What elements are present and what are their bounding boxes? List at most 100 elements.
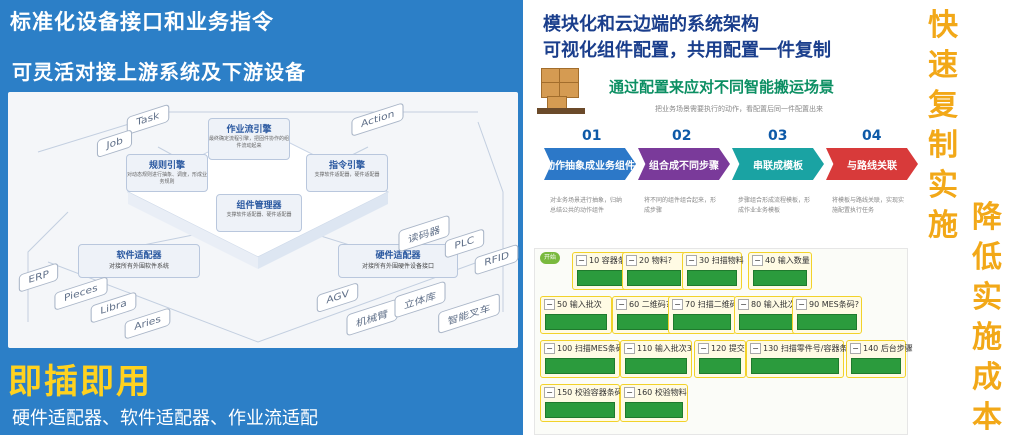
collapse-icon[interactable]: − — [672, 299, 683, 310]
flow-node-text: 60 二维码? — [629, 300, 670, 309]
flow-node-component[interactable] — [545, 358, 615, 374]
component-manager-card: 组件管理器 支撑软件适配器、硬件适配器 — [216, 194, 302, 232]
boxes-illustration — [537, 62, 585, 114]
flow-node-component[interactable] — [699, 358, 741, 374]
flow-node[interactable]: −30 扫描物料 — [682, 252, 744, 290]
collapse-icon[interactable]: − — [686, 255, 697, 266]
step-4-desc: 将模板与路线关联，实现实施配置执行任务 — [832, 197, 905, 214]
step-1-arrow: 动作抽象成业务组件 — [544, 148, 636, 180]
flow-node-text: 100 扫描MES条码 — [557, 344, 624, 353]
collapse-icon[interactable]: − — [576, 255, 587, 266]
collapse-icon[interactable]: − — [624, 343, 635, 354]
flow-node-component[interactable] — [673, 314, 731, 330]
hardware-adapter-desc: 对接所有外围硬件设备接口 — [361, 263, 434, 270]
flow-node[interactable]: −50 输入批次 — [540, 296, 612, 334]
step-4-arrow: 与路线关联 — [826, 148, 918, 180]
flow-node-component[interactable] — [751, 358, 839, 374]
flow-node-label: −150 校验容器条码 — [541, 385, 623, 400]
workflow-engine-card: 作业流引擎 最终确定流程引擎，把固件协作的组件流动起来 — [208, 118, 290, 160]
software-adapter-title: 软件适配器 — [116, 251, 162, 261]
software-adapter-card: 软件适配器 对接所有外围软件系统 — [78, 244, 200, 278]
flow-node-text: 80 输入批次2 — [751, 300, 801, 309]
flow-node-component[interactable] — [627, 270, 681, 286]
flow-node-label: −130 扫描零件号/容器条码 — [747, 341, 856, 356]
flow-node-text: 10 容器条码 — [589, 256, 634, 265]
flow-node[interactable]: −110 输入批次3 — [620, 340, 692, 378]
flow-node-text: 90 MES条码? — [809, 300, 860, 309]
flow-node-component[interactable] — [545, 314, 607, 330]
vertical-slogan-2: 降低实施成本 — [972, 200, 1002, 435]
flow-node-label: −100 扫描MES条码 — [541, 341, 624, 356]
instruction-engine-card: 指令引擎 支撑软件适配器，硬件适配器 — [306, 154, 388, 192]
collapse-icon[interactable]: − — [738, 299, 749, 310]
flow-node-text: 140 后台步骤 — [863, 344, 913, 353]
collapse-icon[interactable]: − — [850, 343, 861, 354]
flow-node-component[interactable] — [851, 358, 901, 374]
instruction-engine-title: 指令引擎 — [328, 161, 365, 171]
flow-node-text: 120 提交 — [711, 344, 745, 353]
flow-node-label: −50 输入批次 — [541, 297, 611, 312]
component-manager-desc: 支撑软件适配器、硬件适配器 — [226, 212, 292, 218]
flow-node-label: −160 校验物料 — [621, 385, 687, 400]
plug-and-play-slogan: 即插即用 — [8, 362, 152, 402]
instruction-engine-desc: 支撑软件适配器，硬件适配器 — [314, 172, 380, 178]
flow-node[interactable]: −120 提交 — [694, 340, 746, 378]
flow-node-label: −30 扫描物料 — [683, 253, 744, 268]
flow-node[interactable]: −100 扫描MES条码 — [540, 340, 624, 378]
collapse-icon[interactable]: − — [796, 299, 807, 310]
rule-engine-card: 规则引擎 对动态规则进行抽象、调度，形成业务规则 — [126, 154, 208, 192]
workflow-engine-desc: 最终确定流程引擎，把固件协作的组件流动起来 — [209, 136, 290, 149]
step-2-label: 组合成不同步骤 — [649, 160, 719, 172]
right-heading-1: 模块化和云边端的系统架构 — [543, 14, 759, 35]
flow-node[interactable]: −160 校验物料 — [620, 384, 688, 422]
flow-node-label: −70 扫描二维码 — [669, 297, 738, 312]
flow-node-component[interactable] — [625, 402, 683, 418]
collapse-icon[interactable]: − — [624, 387, 635, 398]
flow-node-component[interactable] — [687, 270, 737, 286]
collapse-icon[interactable]: − — [616, 299, 627, 310]
flow-node-component[interactable] — [797, 314, 857, 330]
flow-node-text: 70 扫描二维码 — [685, 300, 738, 309]
flow-node-text: 110 输入批次3 — [637, 344, 692, 353]
software-adapter-desc: 对接所有外围软件系统 — [108, 263, 169, 270]
flow-node[interactable]: −70 扫描二维码 — [668, 296, 738, 334]
step-1-label: 动作抽象成业务组件 — [545, 160, 635, 172]
step-3-number: 03 — [768, 128, 788, 144]
flow-start-node[interactable]: 开始 — [540, 252, 560, 264]
flow-node-component[interactable] — [739, 314, 793, 330]
collapse-icon[interactable]: − — [544, 299, 555, 310]
flow-node[interactable]: −80 输入批次2 — [734, 296, 801, 334]
flow-node[interactable]: −140 后台步骤 — [846, 340, 913, 378]
flow-node[interactable]: −130 扫描零件号/容器条码 — [746, 340, 856, 378]
flow-node-label: −80 输入批次2 — [735, 297, 801, 312]
flow-node-component[interactable] — [545, 402, 615, 418]
flow-node[interactable]: −150 校验容器条码 — [540, 384, 623, 422]
collapse-icon[interactable]: − — [750, 343, 761, 354]
flow-node[interactable]: −60 二维码? — [612, 296, 674, 334]
flow-node-text: 150 校验容器条码 — [557, 388, 623, 397]
collapse-icon[interactable]: − — [752, 255, 763, 266]
flow-node[interactable]: −90 MES条码? — [792, 296, 862, 334]
flow-node-component[interactable] — [753, 270, 807, 286]
right-heading-2: 可视化组件配置，共用配置一件复制 — [543, 40, 831, 61]
flow-node-text: 160 校验物料 — [637, 388, 687, 397]
collapse-icon[interactable]: − — [698, 343, 709, 354]
flow-node-label: −140 后台步骤 — [847, 341, 913, 356]
collapse-icon[interactable]: − — [544, 387, 555, 398]
flow-node-component[interactable] — [617, 314, 669, 330]
flow-node[interactable]: −20 物料? — [622, 252, 686, 290]
component-manager-title: 组件管理器 — [236, 201, 282, 211]
step-2-desc: 将不同的组件组合起来，形成步骤 — [644, 197, 717, 214]
rule-engine-desc: 对动态规则进行抽象、调度，形成业务规则 — [127, 172, 208, 185]
flow-node-label: −110 输入批次3 — [621, 341, 692, 356]
step-2-number: 02 — [672, 128, 692, 144]
left-panel: 标准化设备接口和业务指令 可灵活对接上游系统及下游设备 Task Job Act… — [0, 0, 523, 435]
collapse-icon[interactable]: − — [544, 343, 555, 354]
flow-node-text: 40 输入数量 — [765, 256, 810, 265]
right-note: 把业务场景需要执行的动作，看配置后同一件配置出来 — [655, 105, 823, 113]
left-footer: 硬件适配器、软件适配器、作业流适配 — [12, 408, 318, 429]
flow-node[interactable]: −40 输入数量 — [748, 252, 812, 290]
collapse-icon[interactable]: − — [626, 255, 637, 266]
workflow-engine-title: 作业流引擎 — [226, 125, 272, 135]
flow-node-component[interactable] — [625, 358, 687, 374]
